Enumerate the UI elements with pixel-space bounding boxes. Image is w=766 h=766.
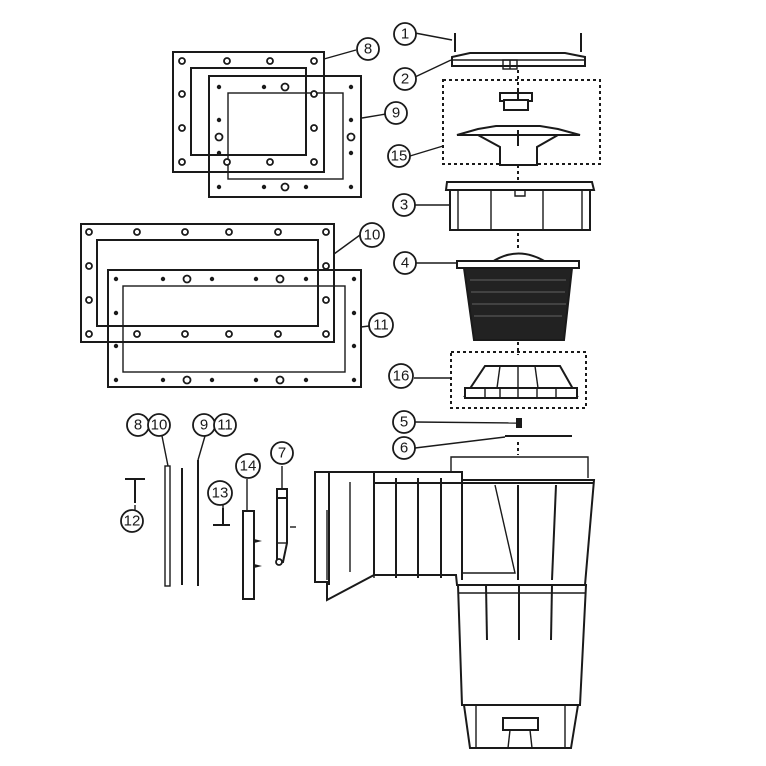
callout-1: 1 [393,22,417,46]
svg-text:12: 12 [124,513,141,530]
lid-screws [454,33,582,52]
callout-16: 16 [388,363,414,389]
callout-11-strip: 11 [213,413,237,437]
callout-9: 9 [384,101,408,125]
callout-9-strip: 9 [192,413,216,437]
gasket-strips [164,460,199,587]
weir-hinge-bar [242,510,262,600]
svg-text:8: 8 [364,41,372,58]
svg-text:1: 1 [401,26,409,43]
callout-7: 7 [270,441,294,465]
t-bolt-alt [213,508,230,526]
callout-14: 14 [235,453,261,479]
basket [456,252,580,341]
collar [444,181,596,231]
svg-text:16: 16 [393,368,410,385]
svg-text:13: 13 [212,485,229,502]
leader-lines [134,32,517,512]
skimmer-body [314,456,596,749]
callout-11: 11 [368,312,394,338]
svg-text:14: 14 [240,458,257,475]
basket-support [450,351,587,409]
weir-float-assembly [442,79,601,166]
callout-4: 4 [393,251,417,275]
svg-text:9: 9 [200,417,208,434]
callout-10: 10 [359,222,385,248]
callout-12: 12 [120,509,144,533]
callout-8: 8 [356,37,380,61]
callout-6: 6 [392,436,416,460]
weir-door [275,488,296,566]
t-bolt [125,478,145,503]
gasket-8 [172,51,325,173]
svg-text:9: 9 [392,105,400,122]
svg-text:11: 11 [373,317,389,334]
callout-15: 15 [387,144,411,168]
svg-text:10: 10 [151,417,168,434]
callout-5: 5 [392,410,416,434]
svg-text:11: 11 [217,417,233,434]
svg-text:7: 7 [278,445,286,462]
svg-text:5: 5 [400,414,408,431]
skimmer-lid [451,52,586,70]
gasket-11 [107,269,362,388]
callout-8-strip: 8 [126,413,150,437]
svg-text:2: 2 [401,71,409,88]
svg-text:6: 6 [400,440,408,457]
svg-text:4: 4 [401,255,409,272]
callout-3: 3 [392,193,416,217]
svg-text:10: 10 [364,227,381,244]
callout-2: 2 [393,67,417,91]
screw [516,418,522,428]
gasket-10 [80,223,335,343]
svg-text:8: 8 [134,417,142,434]
callout-10-strip: 10 [147,413,171,437]
callout-13: 13 [207,480,233,506]
svg-text:15: 15 [391,148,408,165]
svg-text:3: 3 [400,197,408,214]
gasket-9 [208,75,362,198]
